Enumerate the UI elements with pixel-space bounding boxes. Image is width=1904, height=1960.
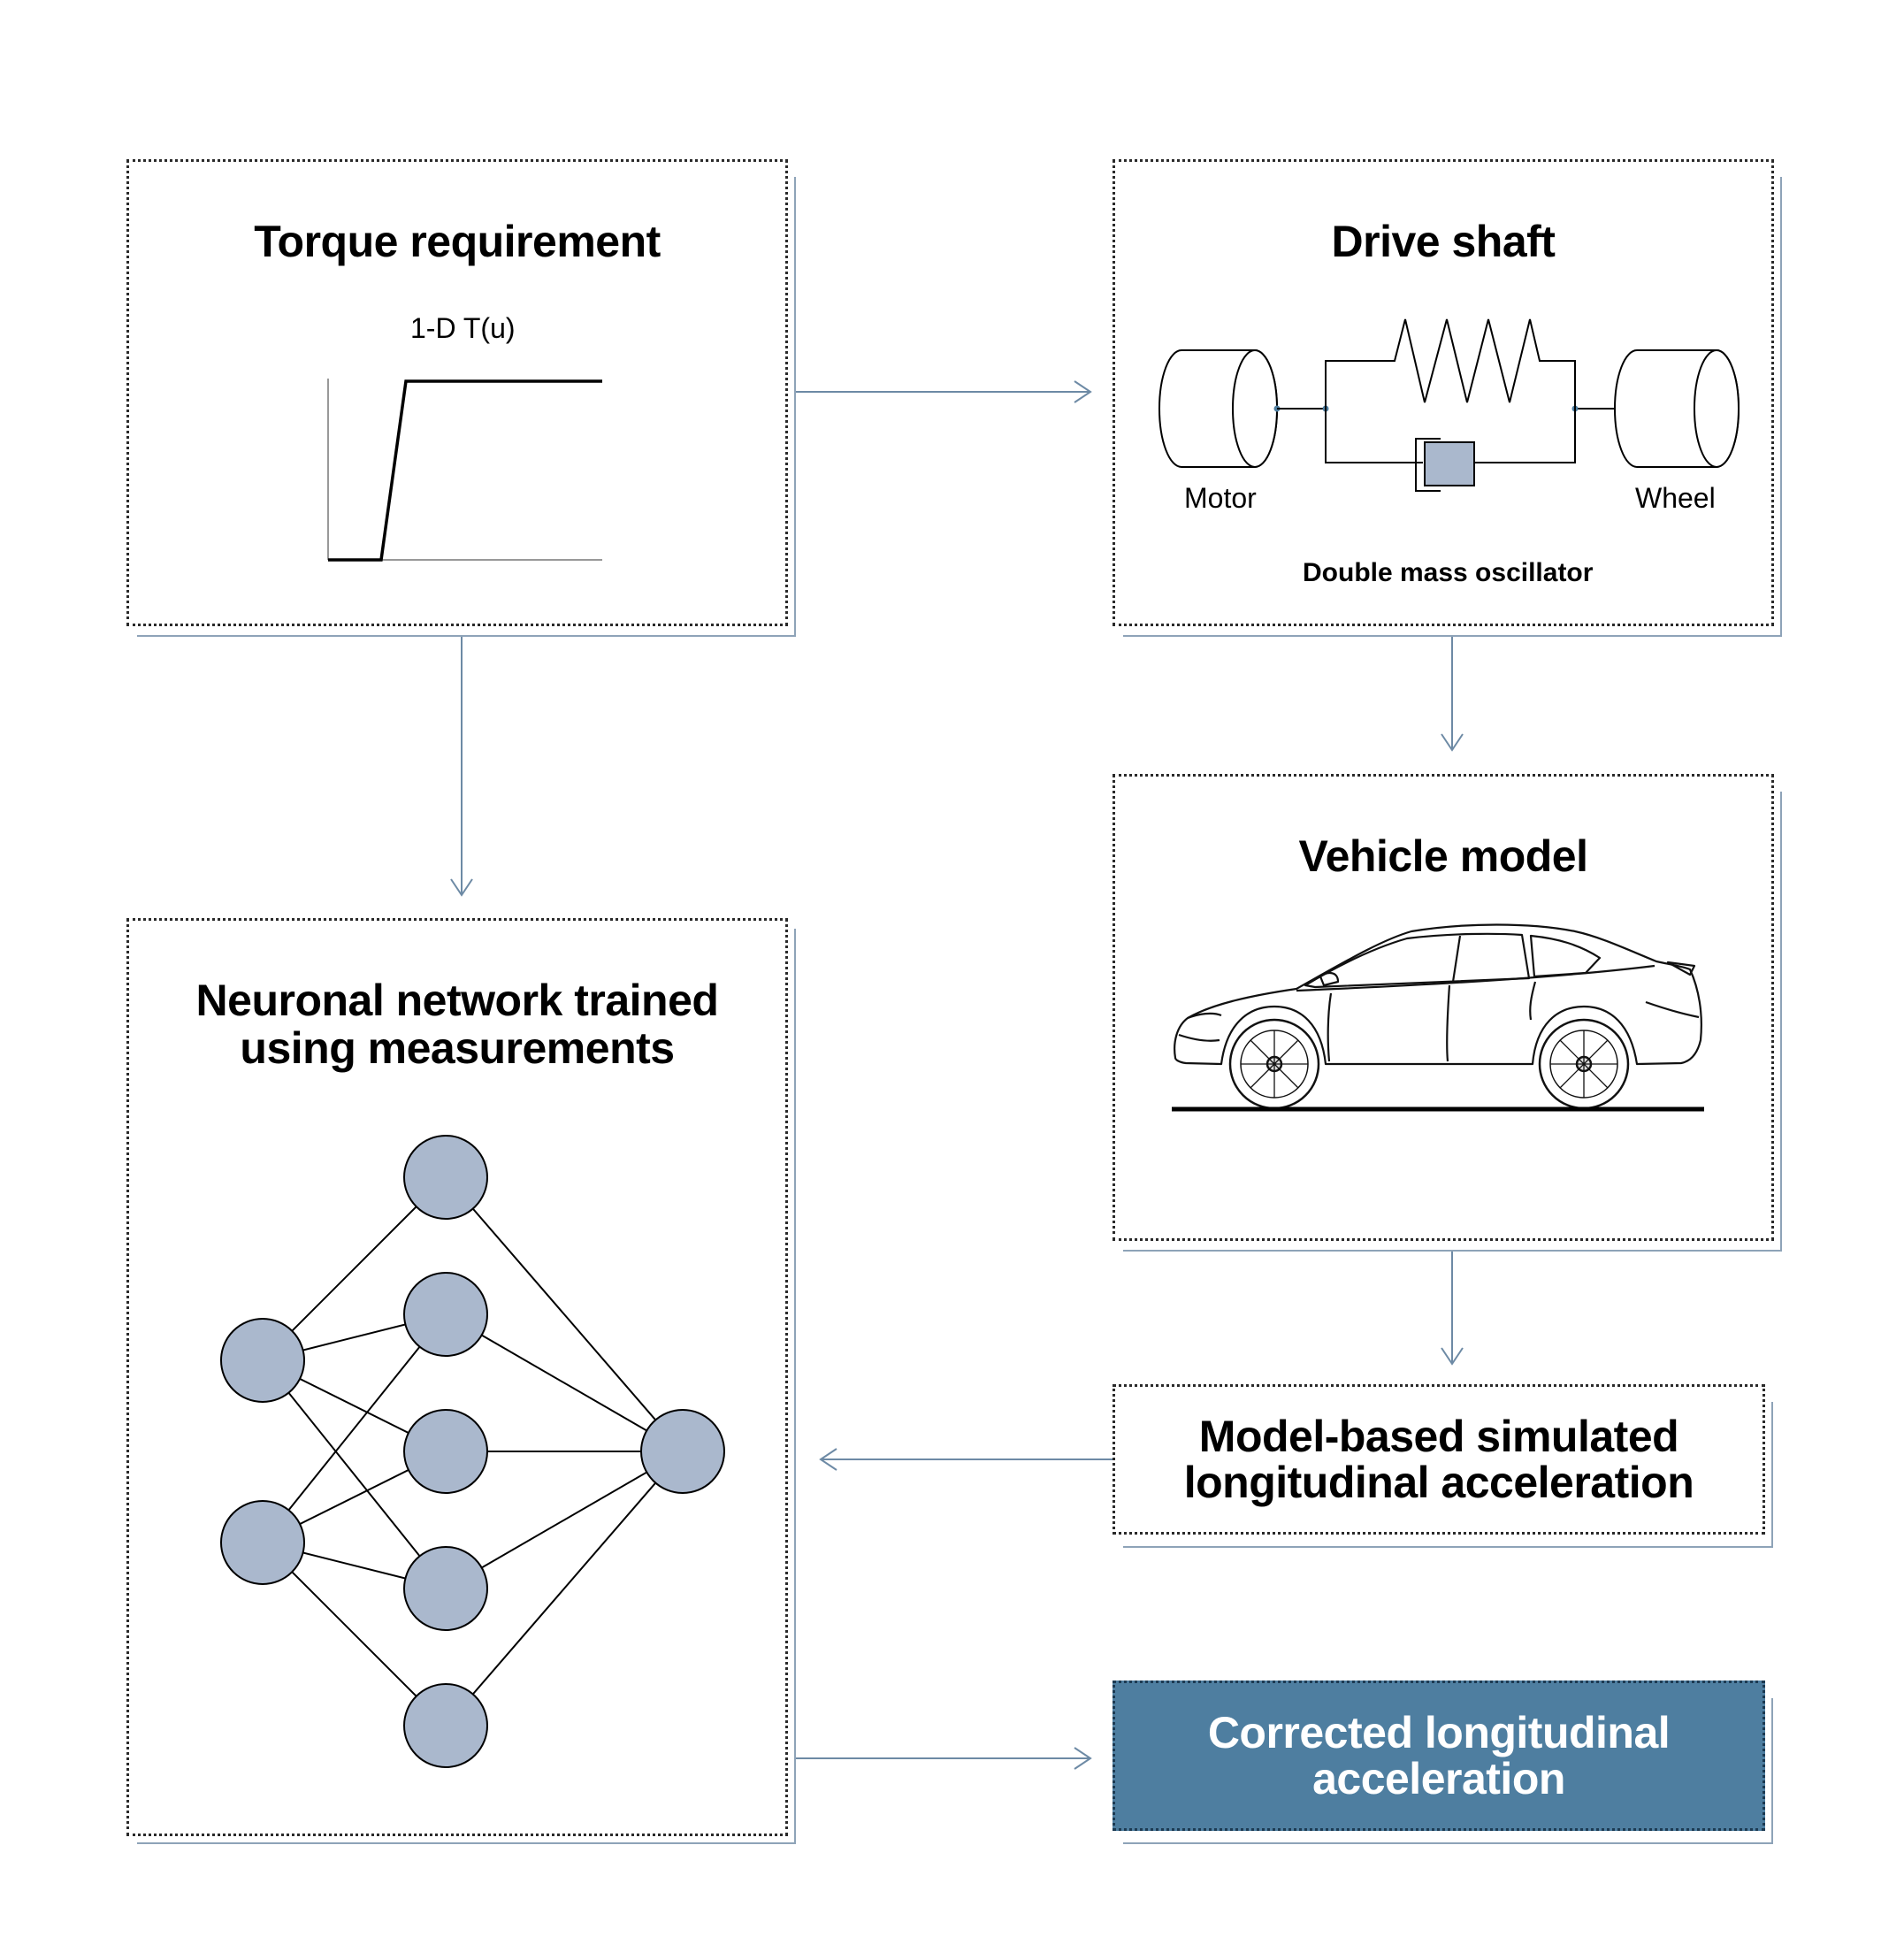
corrected-title-line1: Corrected longitudinal: [1207, 1708, 1671, 1757]
spring-icon: [1325, 318, 1576, 409]
torque-requirement-title: Torque requirement: [254, 217, 661, 266]
double-mass-oscillator-diagram: [1158, 318, 1740, 492]
motor-label: Motor: [1184, 482, 1257, 514]
wheel-label: Wheel: [1635, 482, 1716, 514]
output-node: [640, 1409, 725, 1494]
rear-wheel-icon: [1538, 1018, 1630, 1110]
hidden-node: [403, 1272, 488, 1357]
corrected-acceleration-box: Corrected longitudinal acceleration: [1113, 1681, 1765, 1831]
hidden-node: [403, 1546, 488, 1631]
neural-network-title-line2: using measurements: [240, 1023, 675, 1073]
damper-icon: [1325, 409, 1576, 492]
vehicle-model-box: Vehicle model: [1113, 774, 1774, 1241]
wheel-cylinder-icon: [1614, 349, 1740, 468]
arrow-vehicle-to-simulated: [1441, 1252, 1464, 1366]
hidden-node: [403, 1683, 488, 1768]
arrow-network-to-corrected: [796, 1747, 1092, 1770]
drive-shaft-title: Drive shaft: [1331, 217, 1556, 266]
neural-network-title-line1: Neuronal network trained: [195, 976, 719, 1025]
torque-graph-label: 1-D T(u): [410, 312, 516, 344]
corrected-box-shadow: [1123, 1698, 1773, 1844]
torque-step-graph: [327, 379, 602, 562]
torque-box-shadow: [137, 177, 796, 637]
network-box-shadow: [137, 929, 796, 1844]
vehicle-model-title: Vehicle model: [1298, 831, 1588, 881]
arrow-torque-to-network: [450, 637, 473, 897]
simulated-title-line2: longitudinal acceleration: [1183, 1458, 1694, 1507]
input-node: [220, 1500, 305, 1585]
arrow-simulated-to-network: [819, 1448, 1113, 1471]
arrow-driveshaft-to-vehicle: [1441, 637, 1464, 752]
arrow-torque-to-driveshaft: [796, 380, 1092, 403]
input-node: [220, 1318, 305, 1403]
vehicle-box-shadow: [1123, 792, 1782, 1252]
hidden-node: [403, 1409, 488, 1494]
simulated-box-shadow: [1123, 1402, 1773, 1548]
corrected-title-line2: acceleration: [1312, 1754, 1565, 1803]
motor-cylinder-icon: [1158, 349, 1281, 468]
simulated-acceleration-box: Model-based simulated longitudinal accel…: [1113, 1384, 1765, 1535]
drive-shaft-box-shadow: [1123, 177, 1782, 637]
simulated-title-line1: Model-based simulated: [1198, 1412, 1679, 1461]
hidden-node: [403, 1135, 488, 1220]
drive-shaft-box: Drive shaft Motor Wheel Double ma: [1113, 159, 1774, 626]
neural-network-diagram: [220, 1135, 725, 1768]
oscillator-caption: Double mass oscillator: [1303, 558, 1594, 587]
torque-requirement-box: Torque requirement 1-D T(u): [126, 159, 788, 626]
neural-network-box: Neuronal network trained using measureme…: [126, 918, 788, 1836]
car-illustration: [1172, 923, 1704, 1112]
